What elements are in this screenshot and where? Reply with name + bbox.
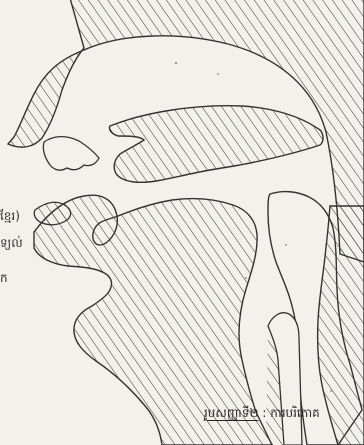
caption-label: រូបសញ្ញាទី២	[204, 406, 259, 420]
figure-caption: រូបសញ្ញាទី២ : ការបរិភោគ	[204, 405, 320, 423]
caption-separator: :	[262, 406, 266, 420]
left-fragment-2: ទ្យល់	[0, 235, 23, 253]
left-fragment-1: ខ្មែរ)	[0, 208, 20, 226]
palate-band	[109, 106, 323, 183]
left-fragment-3: ក	[0, 270, 8, 288]
upper-teeth	[43, 137, 99, 171]
lower-lip	[34, 202, 70, 225]
caption-title: ការបរិភោគ	[270, 406, 320, 420]
